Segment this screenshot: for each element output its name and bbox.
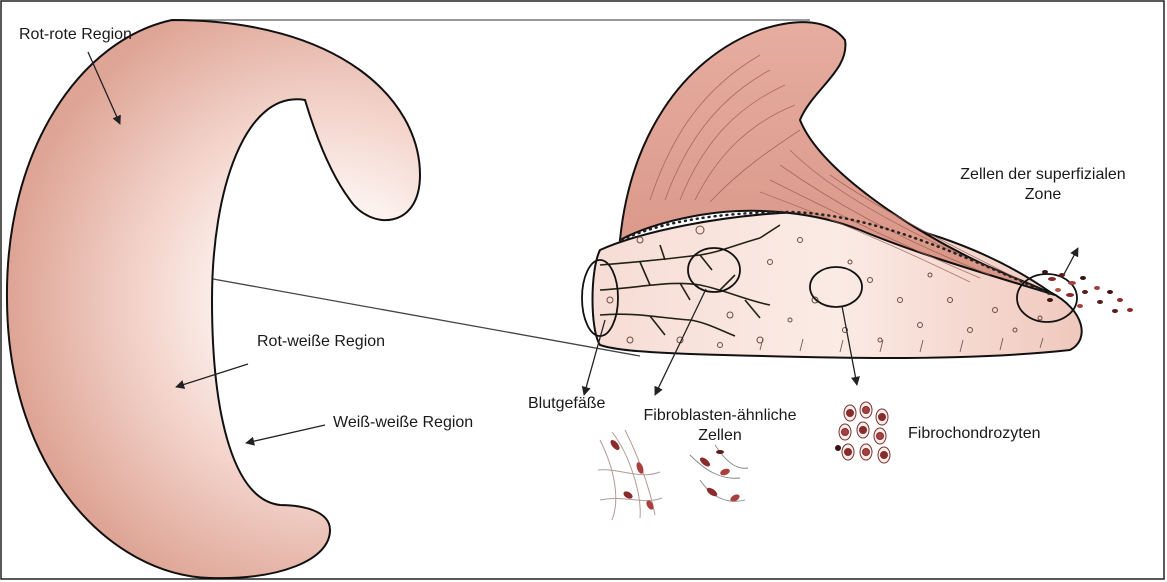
label-superficial-line2: Zone <box>928 185 1158 205</box>
label-white-white-region: Weiß-weiße Region <box>333 413 473 433</box>
label-superficial-line1: Zellen der superfizialen <box>928 165 1158 185</box>
meniscus-c-shape <box>7 20 420 578</box>
label-fibroblast-like-cells: Fibroblasten-ähnliche Zellen <box>625 406 815 446</box>
label-superficial-zone-cells: Zellen der superfizialen Zone <box>928 165 1158 205</box>
label-fibroblast-line1: Fibroblasten-ähnliche <box>625 406 815 426</box>
label-red-red-region: Rot-rote Region <box>19 25 132 45</box>
label-fibrochondrocytes: Fibrochondrozyten <box>908 424 1041 444</box>
arrow-superficial <box>1062 248 1078 278</box>
arrow-white-white <box>246 425 325 443</box>
label-fibroblast-line2: Zellen <box>625 426 815 446</box>
cross-section-slab <box>593 212 1082 358</box>
fibroblast-sketch-2 <box>690 445 748 503</box>
label-blood-vessels: Blutgefäße <box>528 394 605 414</box>
label-red-white-region: Rot-weiße Region <box>257 332 385 352</box>
fibrochondrocyte-cluster <box>835 402 890 463</box>
